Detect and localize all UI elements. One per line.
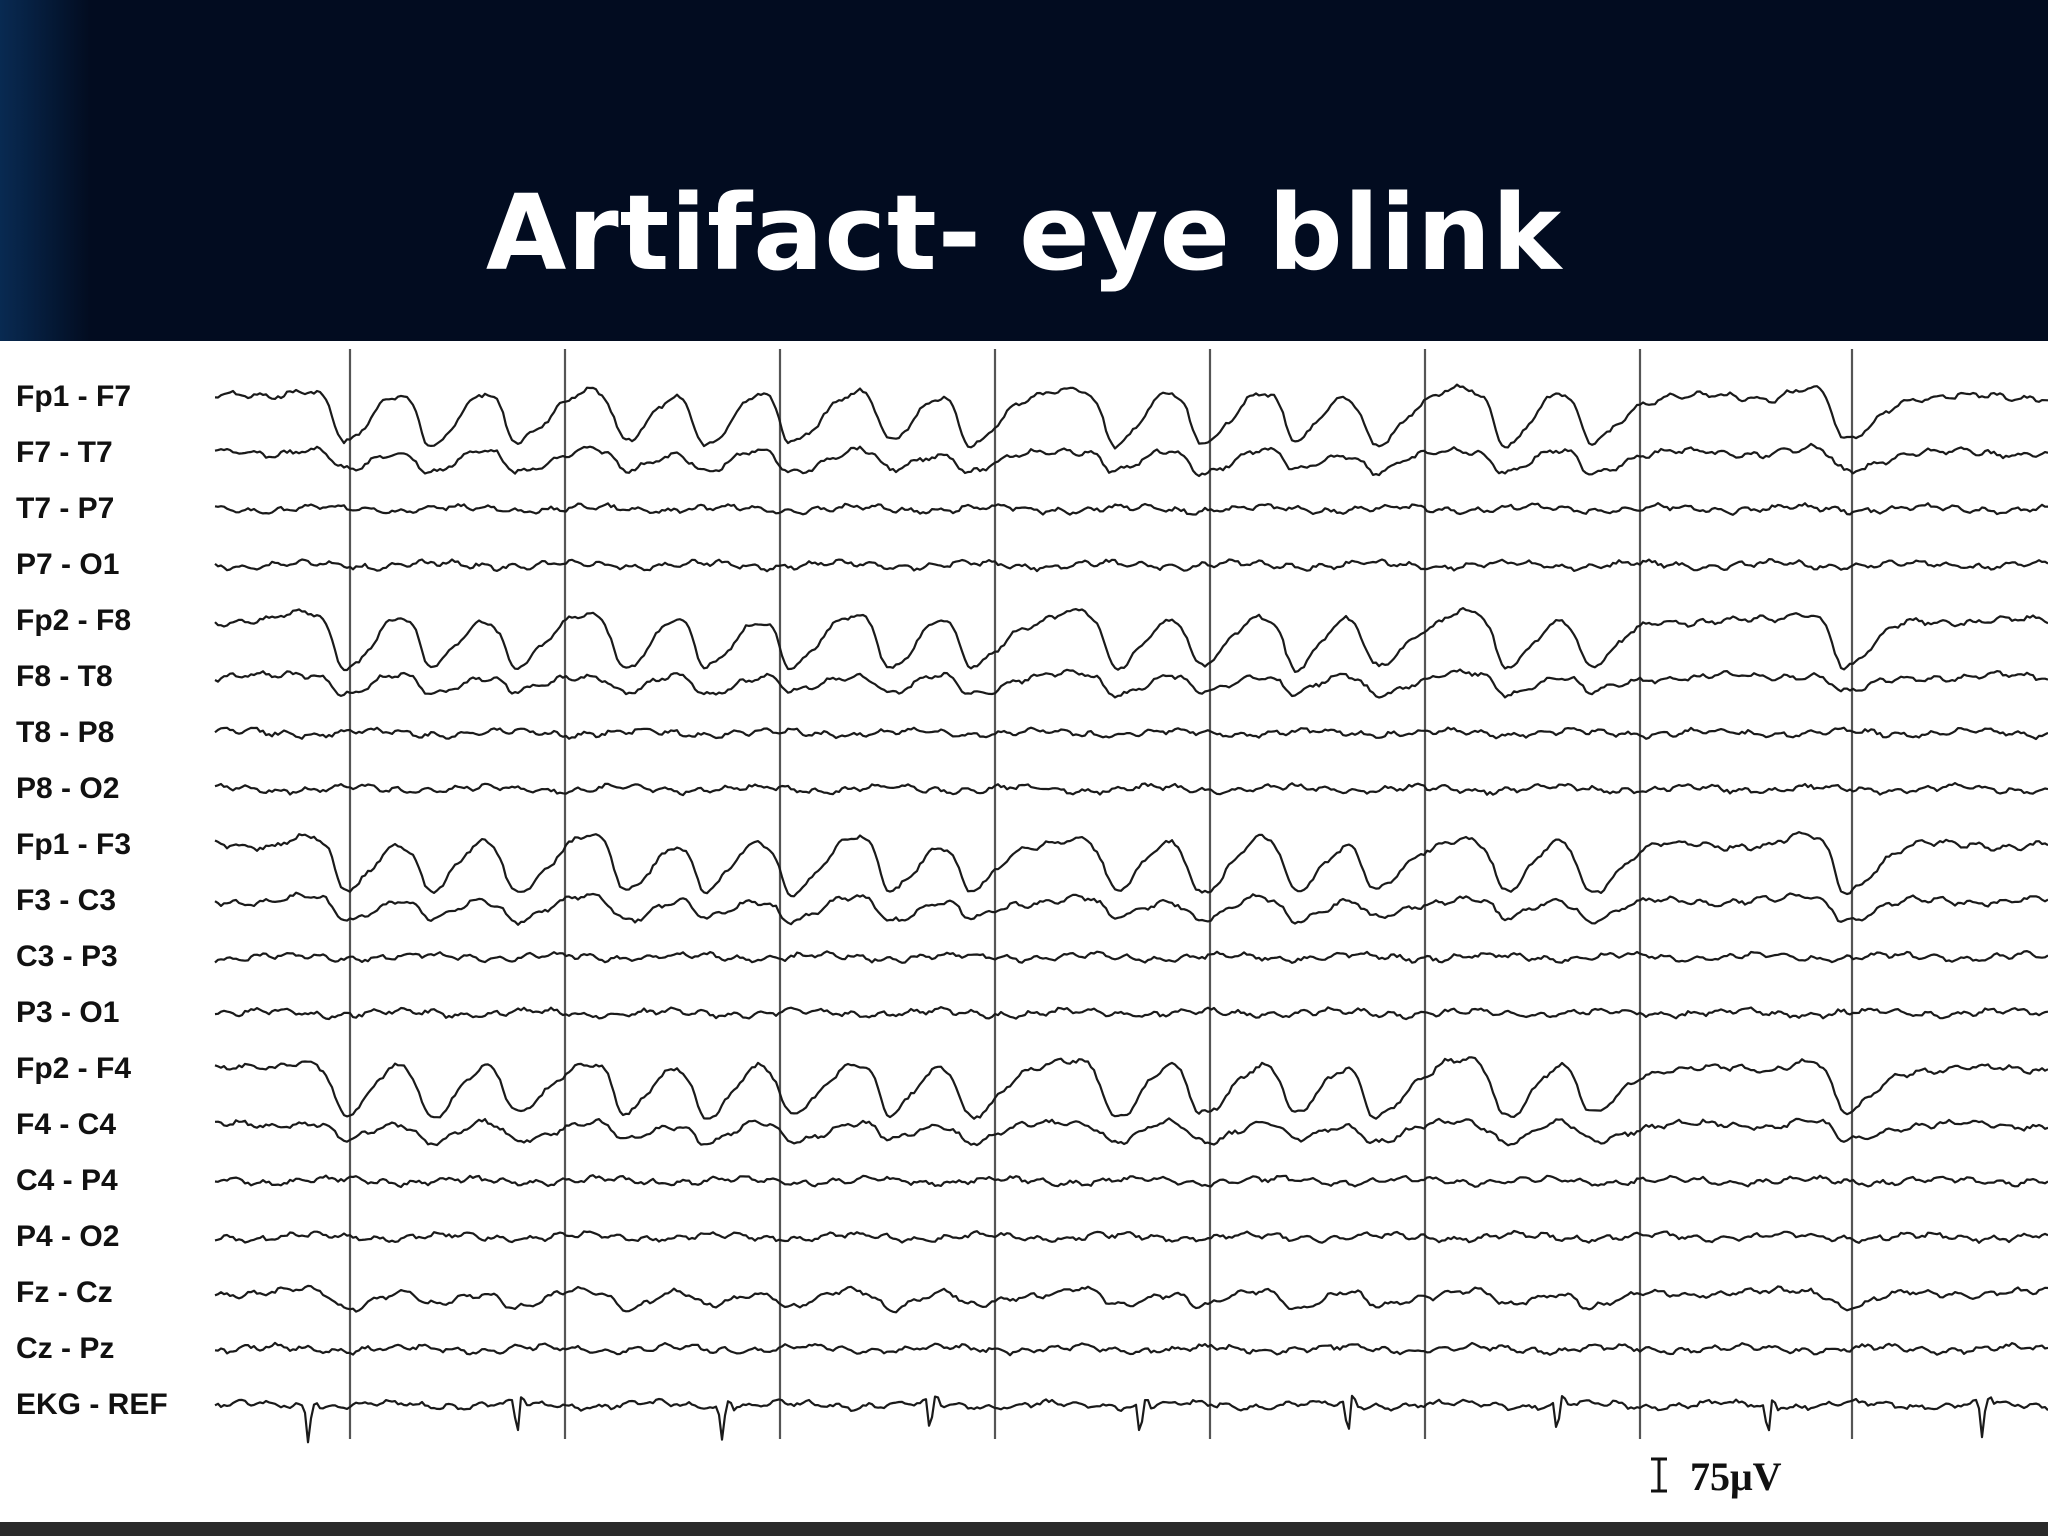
eeg-recording-panel: Fp1 - F7 F7 - T7 T7 - P7 P7 - O1 Fp2 - F8 F8 … bbox=[0, 341, 2048, 1522]
amplitude-scale-bar: 75μV bbox=[1650, 1449, 1830, 1509]
header-accent-glow bbox=[0, 0, 90, 341]
eeg-trace bbox=[214, 668, 2048, 699]
eeg-trace bbox=[214, 442, 2048, 478]
channel-label: T8 - P8 bbox=[16, 716, 115, 749]
eeg-trace bbox=[214, 891, 2048, 926]
channel-label: C3 - P3 bbox=[16, 940, 118, 973]
channel-label: Fp2 - F4 bbox=[16, 1052, 132, 1085]
eeg-trace bbox=[214, 1229, 2048, 1244]
channel-label: Fp2 - F8 bbox=[16, 604, 132, 637]
eeg-trace bbox=[214, 831, 2048, 898]
channel-label: C4 - P4 bbox=[16, 1164, 118, 1197]
eeg-trace bbox=[214, 607, 2048, 673]
eeg-trace bbox=[214, 782, 2048, 797]
channel-label: P4 - O2 bbox=[16, 1220, 120, 1253]
scale-label: 75μV bbox=[1690, 1454, 1782, 1499]
eeg-trace bbox=[214, 1117, 2048, 1147]
channel-label: F3 - C3 bbox=[16, 884, 117, 917]
eeg-trace bbox=[214, 558, 2048, 573]
channel-label: T7 - P7 bbox=[16, 492, 115, 525]
eeg-trace bbox=[214, 950, 2048, 964]
eeg-traces bbox=[214, 349, 2048, 1444]
channel-label: F8 - T8 bbox=[16, 660, 113, 693]
eeg-trace bbox=[214, 502, 2048, 516]
eeg-trace bbox=[214, 383, 2048, 450]
eeg-trace bbox=[214, 1174, 2048, 1189]
eeg-trace bbox=[214, 726, 2048, 741]
slide-header: Artifact- eye blink bbox=[0, 0, 2048, 341]
channel-label: P8 - O2 bbox=[16, 772, 120, 805]
slide-title: Artifact- eye blink bbox=[485, 172, 1563, 294]
scale-bracket-icon bbox=[1651, 1457, 1667, 1493]
channel-label: F4 - C4 bbox=[16, 1108, 117, 1141]
channel-label: P3 - O1 bbox=[16, 996, 120, 1029]
eeg-trace bbox=[214, 1284, 2048, 1314]
channel-label: F7 - T7 bbox=[16, 436, 113, 469]
channel-label: P7 - O1 bbox=[16, 548, 120, 581]
channel-label: Fp1 - F3 bbox=[16, 828, 132, 861]
eeg-trace bbox=[214, 1394, 2048, 1444]
channel-label: Fz - Cz bbox=[16, 1276, 113, 1309]
eeg-trace bbox=[214, 1341, 2048, 1357]
channel-label: Cz - Pz bbox=[16, 1332, 115, 1365]
eeg-trace bbox=[214, 1006, 2048, 1021]
footer-bar bbox=[0, 1522, 2048, 1536]
channel-label: EKG - REF bbox=[16, 1388, 168, 1421]
eeg-trace bbox=[214, 1056, 2048, 1120]
channel-label: Fp1 - F7 bbox=[16, 380, 132, 413]
